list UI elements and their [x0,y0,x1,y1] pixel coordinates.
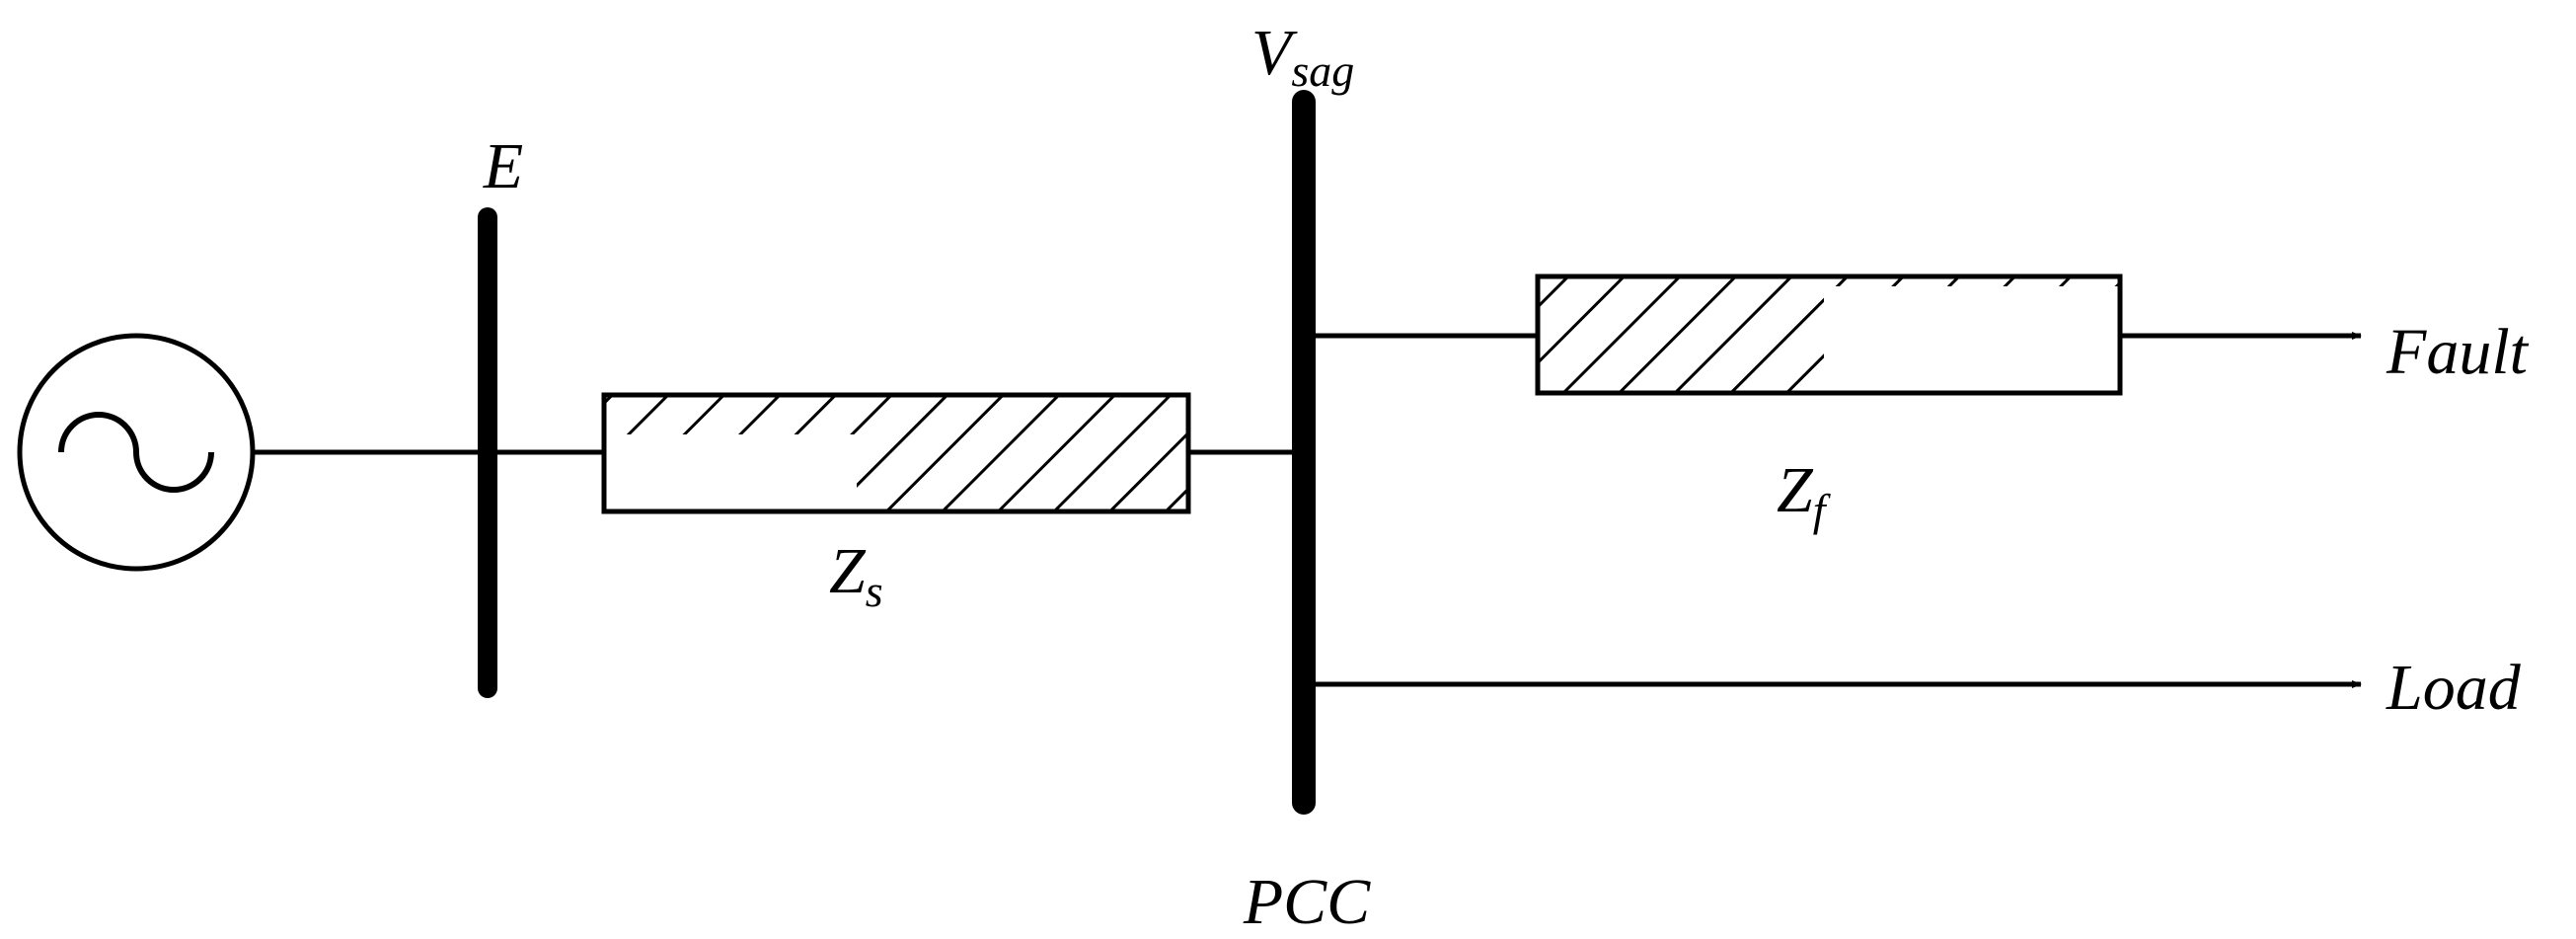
source-impedance-zs [601,392,1191,514]
label-zf-sub: f [1813,485,1832,535]
label-zs-sub: s [866,566,883,616]
label-load: Load [2386,652,2522,724]
ac-voltage-source-icon [17,333,256,572]
label-vsag-sub: sag [1291,45,1354,96]
label-bus-e: E [483,130,523,202]
label-pcc: PCC [1243,866,1371,938]
label-zf: Zf [1777,454,1832,535]
label-fault: Fault [2386,316,2530,388]
fault-impedance-zf [1535,274,2123,396]
label-zs-main: Z [829,535,867,607]
label-vsag: Vsag [1251,17,1354,96]
label-zs: Zs [829,535,883,616]
label-vsag-main: V [1251,17,1298,89]
label-zf-main: Z [1777,454,1814,526]
